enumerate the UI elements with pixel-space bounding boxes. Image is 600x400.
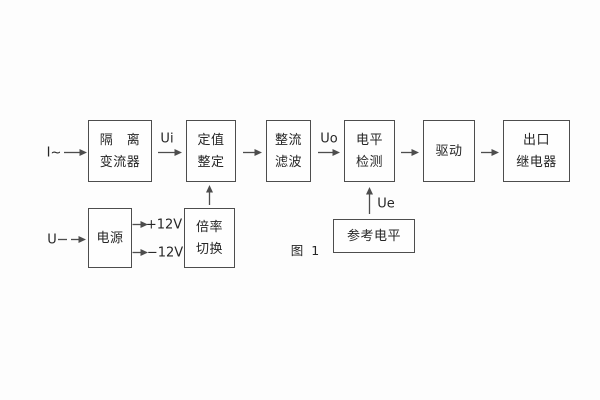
block-rectify-filter: 整流 滤波 bbox=[266, 120, 311, 182]
arrow-ue bbox=[366, 187, 373, 214]
block-power-supply: 电源 bbox=[88, 208, 132, 268]
plus-12v-label: +12V bbox=[145, 217, 183, 233]
block-label: 定值 bbox=[197, 132, 225, 148]
block-label: 滤波 bbox=[274, 154, 302, 170]
arrow-drive-to-relay bbox=[481, 149, 499, 156]
block-label: 检测 bbox=[355, 154, 383, 170]
block-label: 切换 bbox=[195, 241, 223, 257]
input-voltage-label: U bbox=[47, 232, 57, 248]
arrow-ui bbox=[158, 149, 182, 156]
input-current-label: I~ bbox=[46, 145, 62, 161]
signal-uo-label: Uo bbox=[320, 131, 338, 147]
block-label: 整流 bbox=[274, 132, 302, 148]
arrow-level-to-drive bbox=[401, 149, 419, 156]
block-label: 隔 离 bbox=[99, 132, 141, 148]
figure-caption: 图 1 bbox=[290, 242, 322, 258]
block-isolation-transformer: 隔 离 变流器 bbox=[88, 120, 152, 182]
block-label: 继电器 bbox=[516, 154, 557, 170]
block-label: 驱动 bbox=[435, 143, 463, 159]
block-label: 倍率 bbox=[195, 219, 223, 235]
block-label: 参考电平 bbox=[346, 228, 401, 244]
arrow-uo bbox=[318, 149, 340, 156]
block-drive: 驱动 bbox=[423, 120, 475, 182]
block-reference-level: 参考电平 bbox=[333, 219, 415, 253]
minus-12v-label: −12V bbox=[146, 245, 184, 261]
arrow-setting-to-rectify bbox=[243, 149, 262, 156]
block-level-detect: 电平 检测 bbox=[344, 120, 395, 182]
arrow-minus-12v bbox=[132, 249, 148, 256]
block-output-relay: 出口 继电器 bbox=[503, 120, 570, 182]
block-label: 电平 bbox=[355, 132, 383, 148]
block-label: 整定 bbox=[197, 154, 225, 170]
block-ratio-switch: 倍率 切换 bbox=[184, 208, 235, 268]
block-label: 出口 bbox=[522, 132, 550, 148]
block-label: 变流器 bbox=[99, 154, 141, 170]
arrow-ratio-to-setting bbox=[206, 185, 213, 205]
signal-ui-label: Ui bbox=[160, 131, 174, 147]
signal-ue-label: Ue bbox=[377, 196, 395, 212]
block-setting-adjust: 定值 整定 bbox=[186, 120, 236, 182]
arrow-input-current bbox=[64, 149, 87, 156]
arrow-input-voltage bbox=[58, 236, 86, 243]
block-label: 电源 bbox=[96, 230, 124, 246]
